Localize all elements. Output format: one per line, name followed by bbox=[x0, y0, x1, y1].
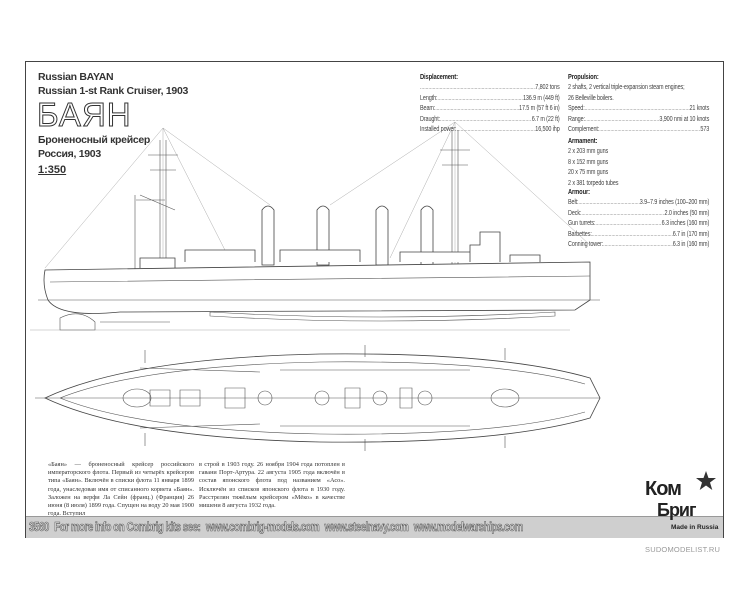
spec-armament: Armament: 2 x 203 mm guns 8 x 152 mm gun… bbox=[568, 136, 709, 189]
spec-heading: Armour: bbox=[568, 187, 590, 196]
logo-tagline: Made in Russia bbox=[671, 524, 719, 531]
spec-line: 8 x 152 mm guns bbox=[568, 158, 609, 166]
ship-type-russian: Броненосный крейсер bbox=[38, 134, 151, 146]
spec-line: 2 x 381 torpedo tubes bbox=[568, 179, 619, 187]
description-col1: «Баян» — броненосный крейсер российского… bbox=[48, 461, 194, 518]
spec-row: Deck:2.0 inches (50 mm) bbox=[568, 209, 709, 220]
spec-propulsion: Propulsion: 2 shafts, 2 vertical triple-… bbox=[568, 72, 709, 136]
footer-bar: 3560 For more info on Combrig kits see: … bbox=[26, 516, 723, 538]
footer-info-text: For more info on Combrig kits see: bbox=[54, 520, 201, 535]
link-combrig-models[interactable]: www.combrig-models.com bbox=[205, 520, 320, 535]
star-icon bbox=[696, 471, 716, 490]
scale-label: 1:350 bbox=[38, 164, 67, 176]
title-english: Russian BAYAN bbox=[38, 71, 114, 83]
spec-row: Gun turrets:6.3 inches (160 mm) bbox=[568, 219, 709, 230]
link-modelwarships[interactable]: www.modelwarships.com bbox=[413, 520, 524, 535]
spec-row: Barbettes:6.7 in (170 mm) bbox=[568, 230, 709, 241]
spec-row: Belt:3.9–7.9 inches (100–200 mm) bbox=[568, 198, 709, 209]
logo-line2: Бриг bbox=[657, 500, 696, 520]
ship-side-view bbox=[30, 121, 600, 331]
spec-row: 7,802 tons bbox=[420, 83, 559, 94]
description-col2: в строй в 1903 году. 26 ноября 1904 года… bbox=[199, 461, 345, 510]
spec-row: Conning tower:6.3 in (160 mm) bbox=[568, 240, 709, 251]
spec-row: Speed:21 knots bbox=[568, 104, 709, 115]
kit-number: 3560 bbox=[29, 520, 50, 535]
spec-heading: Propulsion: bbox=[568, 72, 599, 81]
watermark: SUDOMODELIST.RU bbox=[645, 545, 721, 554]
combrig-logo: Ком Бриг Made in Russia bbox=[645, 470, 725, 536]
spec-line: 26 Belleville boilers. bbox=[568, 94, 614, 102]
ship-plan-view bbox=[35, 345, 601, 451]
spec-line: 2 shafts, 2 vertical triple-expansion st… bbox=[568, 84, 685, 91]
logo-line1: Ком bbox=[645, 478, 682, 500]
spec-row: Beam:17.5 m (57 ft 6 in) bbox=[420, 104, 560, 115]
spec-line: 20 x 75 mm guns bbox=[568, 169, 609, 177]
spec-row: Installed power:16,500 ihp bbox=[420, 125, 560, 136]
title-russian: БАЯН bbox=[37, 96, 132, 133]
spec-row: Range:3,900 nmi at 10 knots bbox=[568, 115, 709, 126]
spec-displacement: Displacement: 7,802 tons Length:136.9 m … bbox=[420, 72, 560, 136]
spec-line: 2 x 203 mm guns bbox=[568, 148, 609, 155]
spec-row: Complement:573 bbox=[568, 125, 709, 136]
link-steelnavy[interactable]: www.steelnavy.com bbox=[324, 520, 409, 535]
subtitle-english: Russian 1-st Rank Cruiser, 1903 bbox=[38, 85, 189, 97]
spec-armour: Armour: Belt:3.9–7.9 inches (100–200 mm)… bbox=[568, 187, 709, 251]
spec-heading: Displacement: bbox=[420, 72, 458, 81]
country-year-russian: Россия, 1903 bbox=[38, 148, 101, 160]
spec-heading: Armament: bbox=[568, 136, 598, 145]
spec-row: Length:136.9 m (449 ft) bbox=[420, 94, 560, 105]
spec-row: Draught:6.7 m (22 ft) bbox=[420, 115, 560, 126]
footer-text-row: 3560 For more info on Combrig kits see: … bbox=[29, 520, 524, 535]
